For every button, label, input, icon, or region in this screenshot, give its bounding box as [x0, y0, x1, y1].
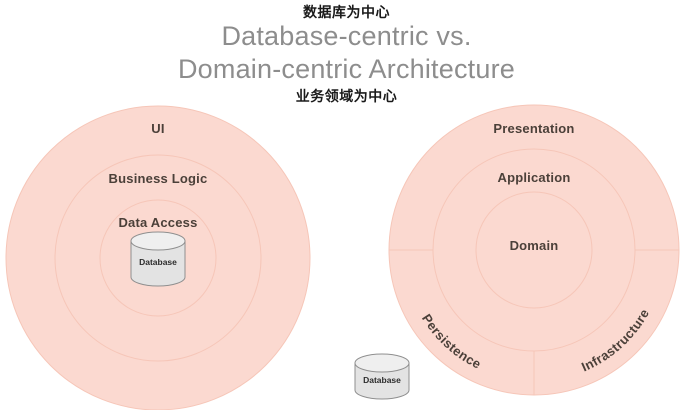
left-ring-business-logic-border — [54, 154, 262, 362]
right-ring-presentation-area — [389, 105, 679, 395]
chinese-annotation-top: 数据库为中心 — [303, 5, 390, 21]
right-ring-domain-border — [475, 191, 593, 309]
page-title: Database-centric vs. Domain-centric Arch… — [177, 21, 516, 84]
left-ring-ui-border — [5, 105, 311, 410]
bottom-database-cylinder: Database — [354, 353, 410, 400]
right-ring-label-presentation: Presentation — [493, 121, 574, 136]
chinese-annotation-bottom: 业务领域为中心 — [295, 89, 398, 105]
left-ring-label-business-logic: Business Logic — [109, 171, 208, 186]
right-ring-label-domain: Domain — [510, 238, 559, 253]
left-ring-label-data-access: Data Access — [118, 215, 197, 230]
left-diagram: UI Business Logic Data Access Database — [5, 105, 311, 410]
left-database-cylinder-label: Database — [139, 257, 177, 267]
left-database-cylinder: Database — [130, 231, 186, 287]
left-ring-label-ui: UI — [151, 121, 164, 136]
right-ring-label-application: Application — [498, 170, 571, 185]
bottom-database-cylinder-label: Database — [363, 375, 401, 385]
right-diagram: Presentation Application Domain Persiste… — [388, 104, 680, 396]
left-ring-data-access-border — [99, 199, 217, 317]
